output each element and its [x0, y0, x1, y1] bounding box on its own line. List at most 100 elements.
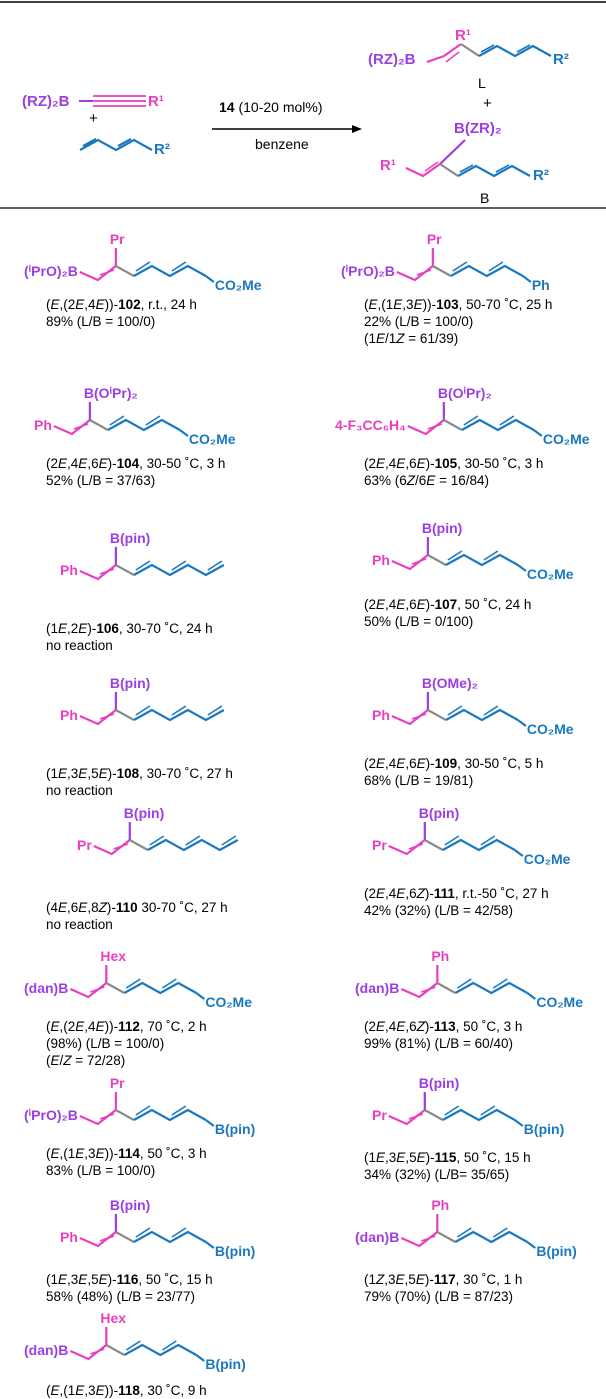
compound-109-end-group: CO₂Me: [527, 721, 574, 737]
compound-103-end-group: Ph: [532, 277, 550, 293]
compound-112-note-line: (98%) (L/B = 100/0): [46, 1036, 164, 1051]
reactant-plus: +: [89, 110, 98, 127]
compound-114: (ⁱPrO)₂B PrB(pin) (E,(1E,3E))-114, 50 ˚C, …: [24, 1075, 255, 1178]
compound-114-top-group: Pr: [110, 1075, 125, 1091]
product-B: B(ZR)₂ R¹ R² B: [380, 120, 549, 206]
compound-103-left-group: (ⁱPrO)₂B: [341, 263, 395, 279]
compound-111-left-group: Pr: [372, 837, 387, 853]
compound-110: PrB(pin)(4E,6E,8Z)-110 30-70 ˚C, 27 hno …: [46, 805, 239, 932]
compound-102-left-group: (ⁱPrO)₂B: [24, 263, 78, 279]
compound-116-end-group: B(pin): [215, 1243, 255, 1259]
compound-105-note-line: (2E,4E,6E)-105, 30-50 ˚C, 3 h: [364, 456, 543, 471]
compound-106-note-line: no reaction: [46, 638, 113, 653]
product-B-start: R¹: [380, 157, 396, 174]
compound-111-note-line: (2E,4E,6Z)-111, r.t.-50 ˚C, 27 h: [364, 886, 549, 901]
compound-118-end-group: B(pin): [205, 1356, 245, 1372]
compound-103-note-line: (E,(1E,3E))-103, 50-70 ˚C, 25 h: [364, 297, 552, 312]
compound-117-end-group: B(pin): [536, 1243, 576, 1259]
compound-116-top-group: B(pin): [110, 1197, 150, 1213]
reactant2-sub: R²: [154, 141, 170, 158]
compound-111: Pr B(pin) CO₂Me (2E,4E,6Z)-111, r.t.-50 ˚C,…: [364, 805, 571, 918]
compound-118-note-line: (E,(1E,3E))-118, 30 ˚C, 9 h: [46, 1383, 207, 1398]
compound-106-left-group: Ph: [60, 562, 78, 578]
compound-104-left-group: Ph: [34, 417, 52, 433]
compound-112-top-group: Hex: [100, 948, 126, 964]
compound-102-note-line: 89% (L/B = 100/0): [46, 314, 155, 329]
product-B-end: R²: [533, 167, 549, 184]
compound-102-note-line: (E,(2E,4E))-102, r.t., 24 h: [46, 297, 197, 312]
compound-113-note-line: 99% (81%) (L/B = 60/40): [364, 1036, 513, 1051]
conditions-catalyst: 14 (10-20 mol%): [219, 99, 323, 115]
compound-117-top-group: Ph: [431, 1197, 449, 1213]
product-L-tag: L: [478, 75, 486, 91]
compound-116-note-line: (1E,3E,5E)-116, 50 ˚C, 15 h: [46, 1272, 213, 1287]
compound-106: PhB(pin)(1E,2E)-106, 30-70 ˚C, 24 hno re…: [46, 530, 225, 653]
compound-110-left-group: Pr: [77, 837, 92, 853]
compound-115: PrB(pin)B(pin)(1E,3E,5E)-115, 50 ˚C, 15 …: [364, 1075, 564, 1182]
compound-111-end-group: CO₂Me: [524, 851, 571, 867]
compound-110-top-group: B(pin): [124, 805, 164, 821]
compound-110-note-line: no reaction: [46, 917, 113, 932]
compound-117-note-line: (1Z,3E,5E)-117, 30 ˚C, 1 h: [364, 1272, 522, 1287]
compound-116: PhB(pin)B(pin)(1E,3E,5E)-116, 50 ˚C, 15 …: [46, 1197, 255, 1304]
compound-107-note-line: (2E,4E,6E)-107, 50 ˚C, 24 h: [364, 597, 531, 612]
compound-112-note-line: (E/Z = 72/28): [46, 1053, 125, 1068]
compound-105-left-group: 4-F₃CC₆H₄: [335, 417, 406, 433]
compound-104-top-group: B(OⁱPr)₂: [84, 385, 138, 401]
alkyne-triple-bond: [93, 95, 146, 107]
compound-105: 4-F₃CC₆H₄ B(OⁱPr)₂ CO₂Me(2E,4E,6E)-105, 30…: [335, 385, 590, 488]
compound-109-note-line: 68% (L/B = 19/81): [364, 773, 473, 788]
compound-109-note-line: (2E,4E,6E)-109, 30-50 ˚C, 5 h: [364, 756, 543, 771]
compound-114-note-line: 83% (L/B = 100/0): [46, 1163, 155, 1178]
product-L-boryl: (RZ)₂B: [368, 51, 416, 68]
compound-108: PhB(pin)(1E,3E,5E)-108, 30-70 ˚C, 27 hno…: [46, 675, 233, 798]
compound-112-left-group: (dan)B: [24, 980, 68, 996]
compound-111-top-group: B(pin): [419, 805, 459, 821]
product-B-boryl: B(ZR)₂: [454, 120, 501, 137]
compound-108-left-group: Ph: [60, 707, 78, 723]
compound-113-top-group: Ph: [431, 948, 449, 964]
diene-reactant: [79, 138, 153, 152]
compound-107-end-group: CO₂Me: [527, 566, 574, 582]
compound-109-top-group: B(OMe)₂: [422, 675, 478, 691]
compound-103-note-line: (1E/1Z = 61/39): [364, 331, 458, 346]
product-L-top: R¹: [455, 27, 471, 44]
compound-116-note-line: 58% (48%) (L/B = 23/77): [46, 1289, 195, 1304]
product-L-end: R²: [553, 51, 569, 68]
compound-112-end-group: CO₂Me: [205, 994, 252, 1010]
compound-114-note-line: (E,(1E,3E))-114, 50 ˚C, 3 h: [46, 1146, 207, 1161]
compound-114-left-group: (ⁱPrO)₂B: [24, 1107, 78, 1123]
compound-105-end-group: CO₂Me: [543, 431, 590, 447]
compound-103-top-group: Pr: [427, 231, 442, 247]
compound-109-left-group: Ph: [372, 707, 390, 723]
compound-115-note-line: 34% (32%) (L/B= 35/65): [364, 1167, 509, 1182]
compound-109: Ph B(OMe)₂ CO₂Me (2E,4E,6E)-109, 30-50 ˚C, …: [364, 675, 574, 788]
compound-103-note-line: 22% (L/B = 100/0): [364, 314, 473, 329]
reactant1-sub: R¹: [148, 93, 164, 110]
compound-112-note-line: (E,(2E,4E))-112, 70 ˚C, 2 h: [46, 1019, 207, 1034]
compound-105-top-group: B(OⁱPr)₂: [438, 385, 492, 401]
compound-106-top-group: B(pin): [110, 530, 150, 546]
reactant1-boryl: (RZ)₂B: [22, 93, 70, 110]
compound-108-note-line: no reaction: [46, 783, 113, 798]
compound-108-top-group: B(pin): [110, 675, 150, 691]
compound-117-note-line: 79% (70%) (L/B = 87/23): [364, 1289, 513, 1304]
compound-104-note-line: (2E,4E,6E)-104, 30-50 ˚C, 3 h: [46, 456, 225, 471]
reaction-arrowhead: [352, 125, 362, 133]
compound-115-note-line: (1E,3E,5E)-115, 50 ˚C, 15 h: [364, 1150, 531, 1165]
compound-115-left-group: Pr: [372, 1107, 387, 1123]
compound-107-top-group: B(pin): [422, 520, 462, 536]
product-L: (RZ)₂B R¹ R² L: [368, 27, 569, 91]
compound-107-note-line: 50% (L/B = 0/100): [364, 614, 473, 629]
compound-114-end-group: B(pin): [215, 1121, 255, 1137]
compound-102-top-group: Pr: [110, 231, 125, 247]
compound-104-end-group: CO₂Me: [189, 431, 236, 447]
